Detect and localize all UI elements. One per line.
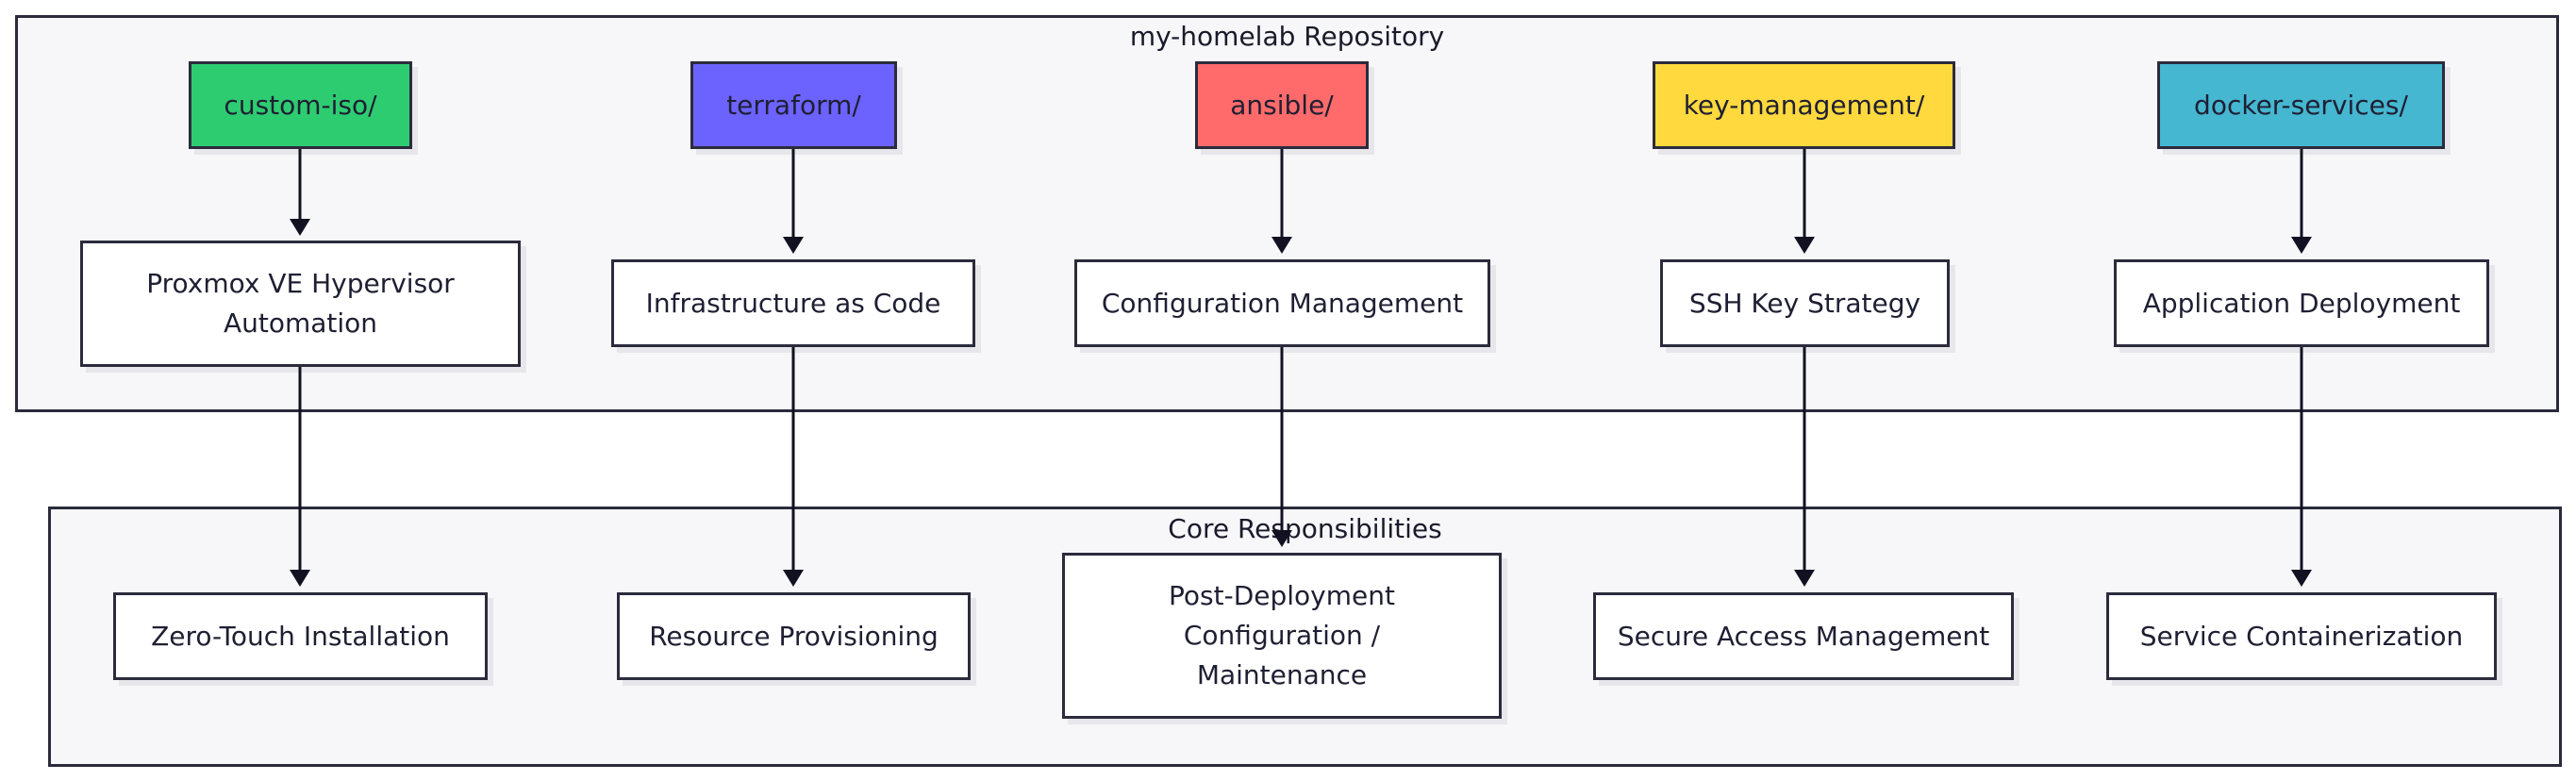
component-configuration-management-label: Configuration Management (1101, 287, 1464, 319)
repository-cluster-title: my-homelab Repository (1129, 21, 1445, 52)
responsibility-secure-access-management[interactable]: Secure Access Management (1593, 592, 2014, 680)
responsibility-resource-provisioning[interactable]: Resource Provisioning (617, 592, 971, 680)
folder-docker-services[interactable]: docker-services/ (2157, 61, 2445, 149)
core-responsibilities-title: Core Responsibilities (1168, 513, 1442, 544)
responsibility-post-deployment[interactable]: Post-Deployment Configuration / Maintena… (1062, 553, 1502, 719)
folder-ansible-label: ansible/ (1230, 89, 1334, 121)
responsibility-zero-touch-installation-label: Zero-Touch Installation (151, 620, 450, 652)
responsibility-zero-touch-installation[interactable]: Zero-Touch Installation (113, 592, 488, 680)
component-application-deployment-label: Application Deployment (2142, 287, 2461, 319)
responsibility-service-containerization-label: Service Containerization (2139, 620, 2464, 652)
folder-custom-iso[interactable]: custom-iso/ (189, 61, 412, 149)
responsibility-resource-provisioning-label: Resource Provisioning (649, 620, 939, 652)
component-infrastructure-as-code[interactable]: Infrastructure as Code (611, 259, 975, 347)
component-proxmox-automation[interactable]: Proxmox VE Hypervisor Automation (80, 241, 521, 367)
component-ssh-key-strategy-label: SSH Key Strategy (1688, 287, 1921, 319)
component-proxmox-automation-label: Proxmox VE Hypervisor Automation (146, 268, 455, 339)
folder-ansible[interactable]: ansible/ (1195, 61, 1369, 149)
folder-key-management[interactable]: key-management/ (1653, 61, 1955, 149)
component-ssh-key-strategy[interactable]: SSH Key Strategy (1660, 259, 1950, 347)
responsibility-post-deployment-label: Post-Deployment Configuration / Maintena… (1169, 580, 1395, 690)
folder-terraform[interactable]: terraform/ (690, 61, 897, 149)
component-configuration-management[interactable]: Configuration Management (1074, 259, 1490, 347)
component-infrastructure-as-code-label: Infrastructure as Code (645, 287, 941, 319)
responsibility-service-containerization[interactable]: Service Containerization (2106, 592, 2497, 680)
folder-key-management-label: key-management/ (1683, 89, 1925, 121)
folder-custom-iso-label: custom-iso/ (224, 89, 377, 121)
responsibility-secure-access-management-label: Secure Access Management (1617, 620, 1990, 652)
folder-terraform-label: terraform/ (726, 89, 861, 121)
component-application-deployment[interactable]: Application Deployment (2114, 259, 2489, 347)
folder-docker-services-label: docker-services/ (2194, 89, 2408, 121)
